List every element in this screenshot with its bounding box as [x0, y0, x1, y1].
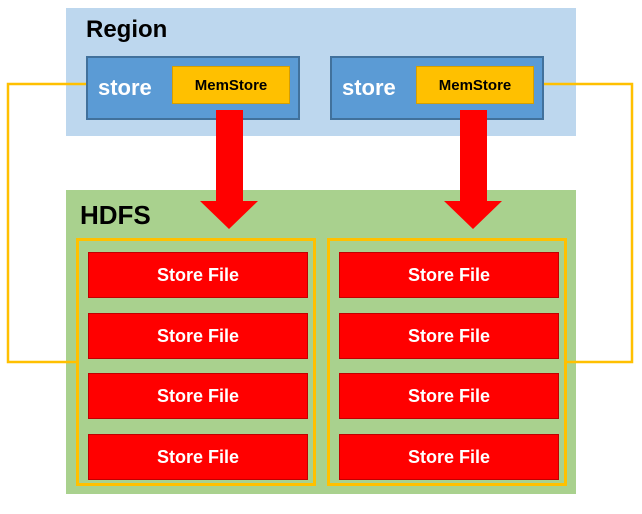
- hdfs-title: HDFS: [80, 200, 151, 230]
- store-file: Store File: [339, 434, 559, 480]
- store-file-group-right: Store File Store File Store File Store F…: [327, 238, 567, 486]
- store-box-left: store MemStore: [86, 56, 300, 120]
- store-file: Store File: [88, 252, 308, 298]
- store-label: store: [98, 75, 152, 100]
- memstore-box: MemStore: [172, 66, 290, 104]
- store-file: Store File: [339, 313, 559, 359]
- store-file: Store File: [339, 373, 559, 419]
- store-label: store: [342, 75, 396, 100]
- store-file: Store File: [339, 252, 559, 298]
- store-file: Store File: [88, 313, 308, 359]
- region-title: Region: [86, 16, 168, 43]
- store-file: Store File: [88, 373, 308, 419]
- memstore-box: MemStore: [416, 66, 534, 104]
- store-file: Store File: [88, 434, 308, 480]
- store-file-group-left: Store File Store File Store File Store F…: [76, 238, 316, 486]
- store-box-right: store MemStore: [330, 56, 544, 120]
